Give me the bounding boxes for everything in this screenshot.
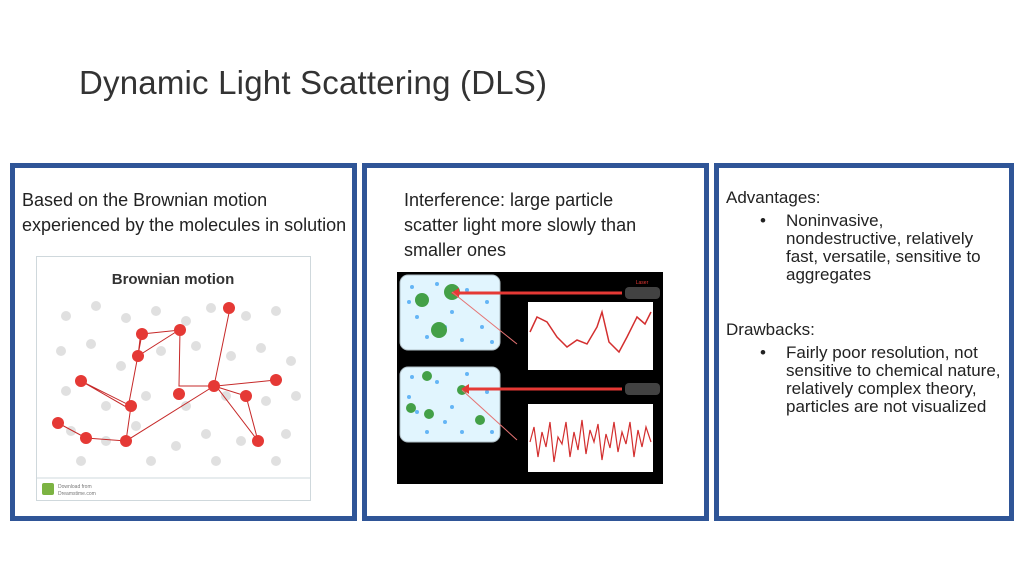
scattering-image: Laser (397, 272, 663, 484)
drawbacks-heading: Drawbacks: (726, 320, 815, 339)
text-line: Interference: large particle (404, 190, 614, 210)
text-line: sensitive to chemical nature, (786, 361, 1001, 380)
bullet-icon: • (760, 343, 766, 362)
text-line: relatively complex theory, (786, 379, 977, 398)
text-line: Fairly poor resolution, not (786, 343, 978, 362)
text-line: experienced by the molecules in solution (22, 215, 347, 235)
panel-pros-cons: Advantages: • Noninvasive, nondestructiv… (714, 163, 1014, 521)
brownian-heading: Brownian motion (112, 271, 235, 288)
brownian-motion-image: Brownian motion (36, 256, 311, 501)
text-line: Based on the Brownian motion (22, 190, 268, 210)
laser-label: Laser (636, 280, 649, 286)
panel-interference: Interference: large particle scatter lig… (362, 163, 709, 521)
slide-title: Dynamic Light Scattering (DLS) (79, 64, 548, 101)
text-line: fast, versatile, sensitive to (786, 247, 981, 266)
advantages-heading: Advantages: (726, 188, 821, 207)
interference-description: Interference: large particle scatter lig… (404, 188, 636, 263)
brownian-description: Based on the Brownian motion experienced… (22, 188, 346, 238)
light-scattering-diagram: Laser (397, 272, 663, 484)
watermark-line: Dreamstime.com (58, 491, 96, 497)
text-line: Noninvasive, (786, 211, 884, 230)
text-line: smaller ones (404, 240, 507, 260)
watermark-line: Download from (58, 484, 92, 490)
text-line: particles are not visualized (786, 397, 987, 416)
bullet-icon: • (760, 211, 766, 230)
panel-brownian: Based on the Brownian motion experienced… (10, 163, 357, 521)
text-line: aggregates (786, 265, 872, 284)
text-line: nondestructive, relatively (786, 229, 974, 248)
brownian-motion-illustration: Brownian motion (36, 256, 311, 501)
text-line: scatter light more slowly than (404, 215, 637, 235)
